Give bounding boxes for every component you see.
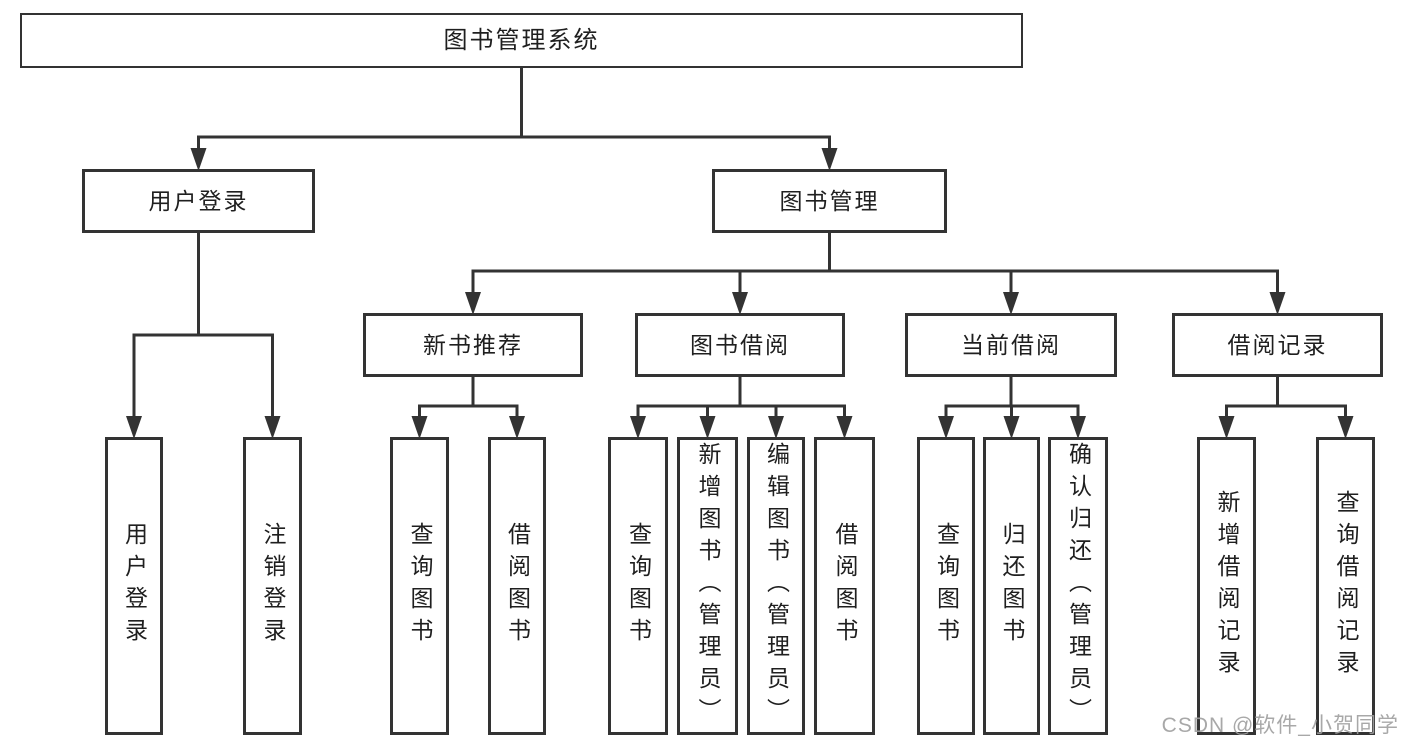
arrowhead-icon [411,416,428,439]
node-label-leaf-bb-borrow: 借阅图书 [832,522,858,650]
node-label-new-book: 新书推荐 [423,331,523,358]
arrowhead-icon [264,416,281,439]
node-label-leaf-nb-borrow: 借阅图书 [504,522,531,650]
node-leaf-user-login: 用户登录 [105,437,163,735]
node-label-root: 图书管理系统 [443,26,600,54]
arrowhead-icon [190,148,207,171]
node-leaf-logout: 注销登录 [243,437,302,735]
node-label-borrow-records: 借阅记录 [1227,331,1328,358]
node-label-book-borrow: 图书借阅 [690,331,790,358]
node-leaf-bb-add: 新增图书（管理员） [677,437,738,735]
arrowhead-icon [509,416,525,439]
arrowhead-icon [768,416,784,439]
node-leaf-nb-borrow: 借阅图书 [488,437,546,735]
arrowhead-icon [1003,416,1020,439]
watermark: CSDN @软件_小贺同学 [1161,714,1399,737]
node-leaf-cb-confirm: 确认归还（管理员） [1048,437,1108,735]
node-leaf-bb-borrow: 借阅图书 [814,437,875,735]
arrowhead-icon [1218,416,1235,439]
node-user-login: 用户登录 [82,169,315,233]
arrowhead-icon [1269,292,1286,315]
node-book-mgmt: 图书管理 [712,169,947,233]
node-leaf-br-query: 查询借阅记录 [1316,437,1375,735]
node-current-borrow: 当前借阅 [905,313,1117,377]
node-new-book: 新书推荐 [363,313,583,377]
node-label-leaf-br-query: 查询借阅记录 [1333,490,1359,682]
arrowhead-icon [630,416,646,439]
node-leaf-cb-return: 归还图书 [983,437,1040,735]
node-leaf-bb-edit: 编辑图书（管理员） [747,437,805,735]
node-label-book-mgmt: 图书管理 [779,187,880,214]
arrowhead-icon [938,416,954,439]
node-label-leaf-br-add: 新增借阅记录 [1214,490,1240,682]
arrowhead-icon [732,292,748,315]
arrowhead-icon [699,416,716,439]
arrowhead-icon [1003,292,1019,315]
node-label-leaf-bb-edit: 编辑图书（管理员） [763,442,790,730]
arrowhead-icon [465,292,481,315]
node-label-user-login: 用户登录 [148,187,249,214]
node-label-leaf-bb-add: 新增图书（管理员） [695,442,721,730]
node-label-leaf-bb-query: 查询图书 [625,522,652,650]
arrowhead-icon [126,416,142,439]
node-leaf-cb-query: 查询图书 [917,437,975,735]
node-label-leaf-cb-return: 归还图书 [999,522,1025,650]
arrowhead-icon [1070,416,1086,439]
node-book-borrow: 图书借阅 [635,313,845,377]
node-borrow-records: 借阅记录 [1172,313,1383,377]
node-root: 图书管理系统 [20,13,1023,68]
node-label-leaf-user-login: 用户登录 [121,522,148,650]
node-label-leaf-nb-query: 查询图书 [407,522,433,650]
node-label-current-borrow: 当前借阅 [961,331,1061,358]
arrowhead-icon [821,148,838,171]
node-leaf-nb-query: 查询图书 [390,437,449,735]
node-label-leaf-logout: 注销登录 [260,522,286,650]
arrowhead-icon [836,416,853,439]
node-leaf-br-add: 新增借阅记录 [1197,437,1256,735]
arrowhead-icon [1337,416,1354,439]
node-leaf-bb-query: 查询图书 [608,437,668,735]
node-label-leaf-cb-confirm: 确认归还（管理员） [1065,442,1092,730]
node-label-leaf-cb-query: 查询图书 [933,522,960,650]
